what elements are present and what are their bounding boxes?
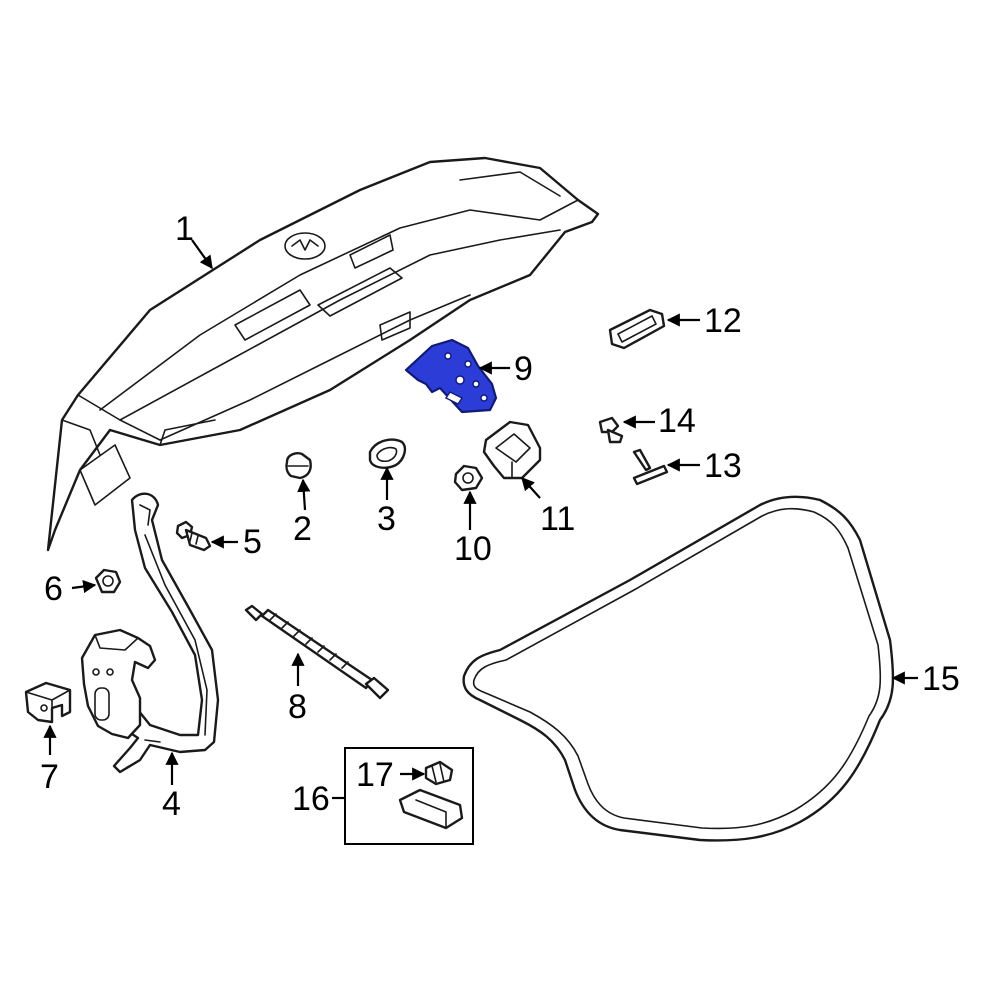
part-3-grommet[interactable] [368,438,407,469]
callout-3: 3 [377,500,396,538]
callout-7: 7 [40,758,59,796]
part-2-bump-stop[interactable] [285,452,312,480]
callout-1: 1 [175,210,194,248]
callout-13: 13 [704,447,742,485]
callout-9: 9 [514,350,533,388]
part-10-nut[interactable] [453,464,484,492]
callout-11: 11 [540,500,575,538]
part-1-trunk-lid[interactable] [46,156,600,552]
callout-8: 8 [288,688,307,726]
leader-11 [521,477,541,499]
part-8-gas-strut[interactable] [244,604,390,700]
part-12-handle-trim[interactable] [608,308,666,350]
part-5-bolt[interactable] [175,520,212,552]
part-15-weatherstrip[interactable] [462,495,895,842]
part-17-bulb[interactable] [424,760,454,786]
callout-14: 14 [658,402,696,440]
part-6-nut[interactable] [94,568,122,594]
hinge-bracket[interactable] [80,628,157,740]
callout-5: 5 [243,523,262,561]
part-14-screw[interactable] [598,416,624,444]
part-7-clip[interactable] [24,681,72,724]
part-11-latch-housing[interactable] [482,420,542,480]
part-9-latch-bracket[interactable] [404,338,498,414]
part-13-pin[interactable] [632,448,669,486]
callout-16: 16 [292,780,330,818]
leader-lines [43,239,918,800]
leader-1 [191,239,213,270]
part-16-box[interactable] [344,747,474,845]
callout-6: 6 [44,570,63,608]
part-16-socket[interactable] [398,788,464,830]
callout-15: 15 [922,660,960,698]
callout-12: 12 [704,302,742,340]
callout-17: 17 [356,756,394,794]
leader-2 [297,478,311,511]
callout-labels: 1 2 3 4 5 6 7 8 9 10 11 12 13 14 15 16 1… [40,210,960,823]
callout-10: 10 [454,530,492,568]
part-4-hinge[interactable] [106,492,220,774]
leader-6 [71,579,97,594]
callout-2: 2 [293,510,312,548]
callout-4: 4 [162,785,181,823]
